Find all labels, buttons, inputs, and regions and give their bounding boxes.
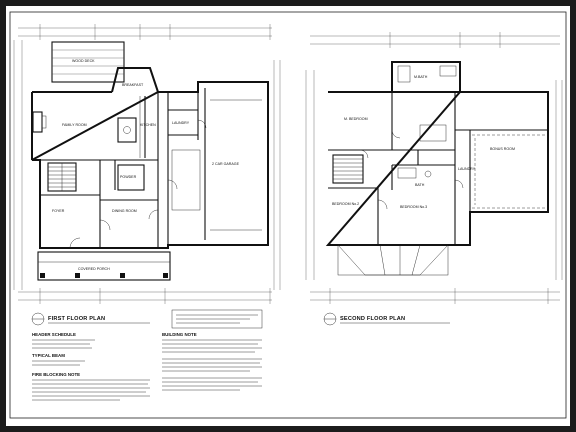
fire-blocking-lines: [32, 379, 150, 401]
room-label-garage: 2 CAR GARAGE: [212, 162, 240, 166]
second-floor-title: SECOND FLOOR PLAN: [340, 316, 405, 322]
lower-roof: [337, 244, 449, 276]
building-note-lines: [162, 339, 262, 391]
wood-deck-hatch: [52, 49, 124, 75]
typical-beam-lines: [32, 360, 85, 366]
first-floor-stairs: [47, 162, 77, 192]
vault-lines: [472, 134, 545, 209]
porch-columns: [40, 273, 168, 278]
room-label-bedroom-3: BEDROOM No.3: [400, 205, 427, 209]
room-label-master-bath: M.BATH: [414, 75, 428, 79]
room-label-dining-room: DINING ROOM: [112, 209, 137, 213]
first-floor-title: FIRST FLOOR PLAN: [48, 316, 105, 322]
notes-block: HEADER SCHEDULE TYPICAL BEAM FIRE BLOCKI…: [32, 309, 263, 401]
second-floor-stairs: [332, 154, 364, 184]
kitchen-island: [117, 117, 137, 143]
room-label-laundry: LAUNDRY: [172, 121, 190, 125]
second-floor-plan: M. BEDROOM M.BATH BONUS ROOM BEDROOM No.…: [305, 32, 563, 326]
note-box: [171, 309, 263, 329]
room-label-laundry-2: LAUNDRY: [458, 167, 476, 171]
room-label-bedroom-2: BEDROOM No.2: [332, 202, 359, 206]
tub: [397, 167, 417, 179]
second-floor-doors: [359, 129, 464, 210]
building-note-heading: BUILDING NOTE: [162, 332, 197, 337]
breakfast-bay: [111, 67, 159, 93]
master-bath-bump: [391, 61, 461, 93]
header-schedule-lines: [32, 339, 95, 349]
header-schedule-heading: HEADER SCHEDULE: [32, 332, 76, 337]
room-label-breakfast: BREAKFAST: [122, 83, 144, 87]
sheet-border: [9, 11, 567, 419]
room-label-covered-porch: COVERED PORCH: [78, 267, 110, 271]
room-label-bath: BATH: [415, 183, 425, 187]
room-label-wood-deck: WOOD DECK: [72, 59, 95, 63]
room-label-master-bedroom: M. BEDROOM: [344, 117, 368, 121]
room-label-kitchen: KITCHEN: [140, 123, 156, 127]
typical-beam-heading: TYPICAL BEAM: [32, 353, 65, 358]
room-label-powder: POWDER: [120, 175, 137, 179]
room-label-bonus-room: BONUS ROOM: [490, 147, 515, 151]
room-label-family-room: FAMILY ROOM: [62, 123, 87, 127]
first-floor-plan: FAMILY ROOM KITCHEN BREAKFAST DINING ROO…: [13, 24, 281, 326]
first-floor-dimensions: [13, 24, 281, 304]
paper: [6, 6, 570, 426]
first-floor-interior-walls: [32, 82, 206, 248]
second-floor-interior-walls: [328, 92, 548, 245]
room-label-foyer: FOYER: [52, 209, 65, 213]
wood-deck: [51, 41, 125, 83]
fire-blocking-heading: FIRE BLOCKING NOTE: [32, 372, 80, 377]
first-floor-doors: [69, 119, 207, 249]
second-floor-dimensions: [305, 32, 563, 304]
covered-porch: [37, 251, 171, 281]
